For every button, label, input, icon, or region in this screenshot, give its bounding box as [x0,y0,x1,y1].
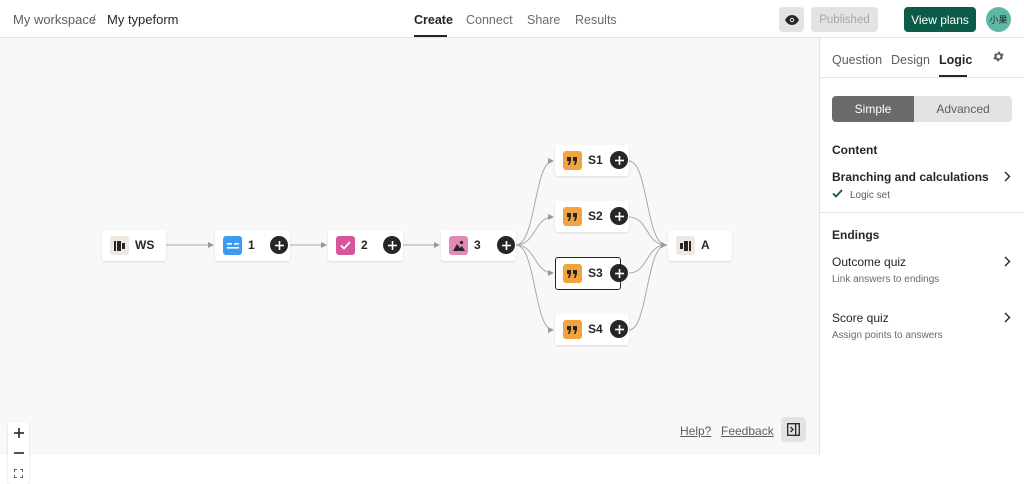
short-text-icon [223,236,242,255]
node-ending-a[interactable]: A [668,230,732,261]
panel-tabs-divider [820,77,1024,78]
logic-set-status: Logic set [850,190,891,201]
edge-s3-a [628,242,667,274]
node-label: 1 [248,238,255,252]
mode-simple-button[interactable]: Simple [832,96,914,122]
zoom-controls [8,422,29,484]
statement-quote-icon [563,151,582,170]
node-statement-s4[interactable]: S4 [555,314,629,345]
panel-tab-logic[interactable]: Logic [939,53,973,67]
edge-s4-a [628,242,667,331]
gear-icon[interactable] [992,50,1005,63]
zoom-in-button[interactable] [8,423,29,443]
outcome-quiz-description: Link answers to endings [832,274,940,285]
node-label: 3 [474,238,481,252]
tab-share[interactable]: Share [527,13,561,27]
active-tab-indicator [414,35,447,37]
add-after-1-button[interactable] [270,236,288,254]
statement-quote-icon [563,207,582,226]
add-after-3-button[interactable] [497,236,515,254]
plus-icon [13,428,24,438]
flow-edges [166,158,667,333]
outcome-quiz-item[interactable]: Outcome quiz [832,255,907,269]
mode-advanced-button[interactable]: Advanced [936,102,990,116]
score-quiz-description: Assign points to answers [832,330,943,341]
edge-3-s2 [515,214,554,246]
add-after-s1-button[interactable] [610,151,628,169]
node-label: S1 [588,153,603,167]
help-link[interactable]: Help? [680,424,712,438]
plus-icon [614,211,624,221]
breadcrumb-form-title[interactable]: My typeform [107,12,179,27]
preview-button[interactable] [779,7,804,32]
endings-section-title: Endings [832,228,880,242]
node-label: A [701,238,710,252]
node-statement-s2[interactable]: S2 [555,201,629,232]
welcome-screen-icon [110,236,129,255]
panel-collapse-icon [787,423,800,436]
statement-quote-icon [563,264,582,283]
chevron-right-icon[interactable] [1004,256,1011,267]
edge-s2-a [628,216,667,248]
avatar[interactable]: 小果 [986,7,1011,32]
edge-3-s4 [515,244,554,333]
node-question-3[interactable]: 3 [441,230,516,261]
tab-connect[interactable]: Connect [466,13,513,27]
content-section-title: Content [832,143,878,157]
node-label: 2 [361,238,368,252]
add-after-2-button[interactable] [383,236,401,254]
plus-icon [274,240,284,250]
fullscreen-icon [14,468,23,478]
node-question-2[interactable]: 2 [328,230,403,261]
node-label: S3 [588,266,603,280]
logic-mode-toggle: Simple Advanced [832,96,1012,122]
node-statement-s3[interactable]: S3 [555,257,621,290]
minus-icon [13,452,24,454]
picture-choice-icon [449,236,468,255]
active-panel-tab-indicator [939,75,967,77]
plus-icon [614,324,624,334]
tab-results[interactable]: Results [575,13,617,27]
node-welcome-screen[interactable]: WS [102,230,166,261]
check-icon [832,189,843,198]
statement-quote-icon [563,320,582,339]
checkbox-icon [336,236,355,255]
edge-3-s1 [515,158,554,246]
add-after-s3-button[interactable] [610,264,628,282]
branching-calculations-item[interactable]: Branching and calculations [832,170,989,184]
flow-canvas[interactable]: WS 1 2 3 S1 [0,38,819,484]
zoom-out-button[interactable] [8,443,29,463]
node-statement-s1[interactable]: S1 [555,145,629,176]
panel-tab-question[interactable]: Question [832,53,883,67]
toggle-panel-button[interactable] [781,417,806,442]
plus-icon [614,268,624,278]
right-panel: Question Design Logic Simple Advanced Co… [819,38,1024,455]
section-divider [820,212,1024,213]
node-question-1[interactable]: 1 [215,230,290,261]
node-label: S4 [588,322,603,336]
score-quiz-item[interactable]: Score quiz [832,311,889,325]
ending-screen-icon [676,236,695,255]
chevron-right-icon[interactable] [1004,312,1011,323]
plus-icon [387,240,397,250]
fit-view-button[interactable] [8,463,29,483]
add-after-s2-button[interactable] [610,207,628,225]
node-label: WS [135,238,155,252]
panel-tab-design[interactable]: Design [891,53,930,67]
node-label: S2 [588,209,603,223]
breadcrumb-workspace[interactable]: My workspace [13,12,97,27]
plus-icon [501,240,511,250]
add-after-s4-button[interactable] [610,320,628,338]
eye-icon [784,14,799,25]
tab-create[interactable]: Create [414,13,453,27]
published-button[interactable]: Published [811,7,878,32]
breadcrumb-separator: / [92,12,96,27]
plus-icon [614,155,624,165]
view-plans-button[interactable]: View plans [904,7,976,32]
feedback-link[interactable]: Feedback [721,424,774,438]
edge-s1-a [628,160,667,248]
chevron-right-icon[interactable] [1004,171,1011,182]
top-header: My workspace / My typeform Create Connec… [0,0,1024,38]
edge-3-s3 [515,244,554,276]
